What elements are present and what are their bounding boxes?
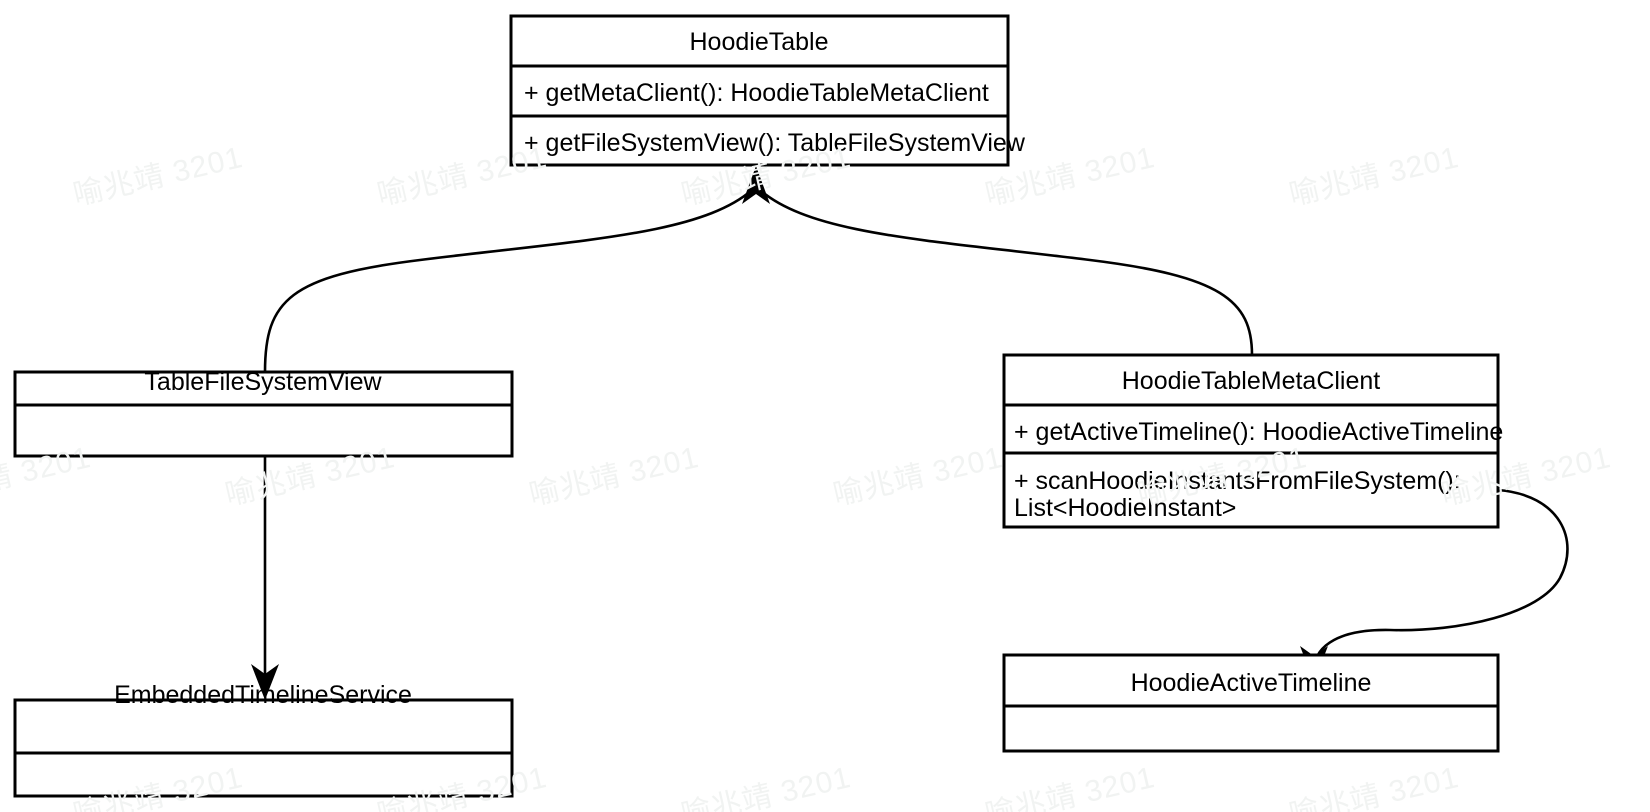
class-title-tablefilesystemview: TableFileSystemView (144, 368, 382, 396)
arrowhead-into-hoodietable (742, 166, 770, 204)
class-member-scanhoodieinstants-line1: + scanHoodieInstantsFromFileSystem(): (1014, 467, 1461, 495)
class-box-embeddedtimelineservice[interactable] (13, 698, 514, 798)
class-node-embeddedtimelineservice[interactable]: EmbeddedTimelineService (13, 681, 514, 798)
class-member-scanhoodieinstants-line2: List<HoodieInstant> (1014, 494, 1236, 522)
class-member-getfilesystemview: + getFileSystemView(): TableFileSystemVi… (524, 129, 1026, 157)
class-box-hoodieactivetimeline[interactable] (1002, 653, 1500, 753)
class-title-hoodieactivetimeline: HoodieActiveTimeline (1131, 669, 1372, 697)
arrowhead-into-embeddedtimelineservice (251, 664, 279, 700)
class-node-hoodietable[interactable]: HoodieTable + getMetaClient(): HoodieTab… (509, 14, 1026, 167)
class-box-hoodietablemetaclient[interactable] (1002, 353, 1500, 529)
edge-hoodietablemetaclient-to-hoodietable (759, 189, 1254, 356)
class-node-hoodieactivetimeline[interactable]: HoodieActiveTimeline (1002, 653, 1500, 753)
class-node-tablefilesystemview[interactable]: TableFileSystemView (13, 368, 514, 458)
class-title-hoodietablemetaclient: HoodieTableMetaClient (1122, 367, 1381, 395)
class-title-hoodietable: HoodieTable (690, 28, 829, 56)
edge-hoodietablemetaclient-to-hoodieactivetimeline (1312, 488, 1569, 669)
class-box-hoodietable[interactable] (509, 14, 1010, 167)
class-member-getactivetimeline: + getActiveTimeline(): HoodieActiveTimel… (1014, 418, 1503, 446)
class-node-hoodietablemetaclient[interactable]: HoodieTableMetaClient + getActiveTimelin… (1002, 353, 1503, 529)
class-box-tablefilesystemview[interactable] (13, 370, 514, 458)
class-title-embeddedtimelineservice: EmbeddedTimelineService (114, 681, 412, 709)
edge-tablefilesystemview-to-hoodietable (263, 189, 753, 373)
class-member-getmetaclient: + getMetaClient(): HoodieTableMetaClient (524, 79, 989, 107)
